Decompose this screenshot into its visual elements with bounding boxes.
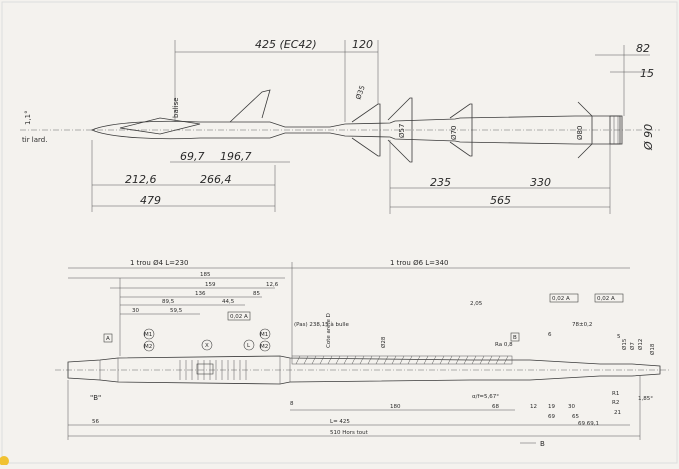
dim-69-7: 69,7 (180, 150, 205, 163)
hatched-section (291, 355, 513, 365)
dim-6: 6 (548, 332, 552, 338)
dim-phi7: Ø7 (629, 342, 636, 350)
dim-266-4: 266,4 (200, 173, 232, 186)
dim-85: 85 (253, 291, 260, 297)
marker-m1b: M1 (260, 332, 268, 338)
label-r1: R1 (612, 391, 619, 397)
sabot-3 (449, 103, 473, 157)
dim-59-5: 59,5 (170, 308, 183, 314)
dim-235: 235 (430, 176, 451, 189)
marker-x: X (205, 343, 209, 349)
label-balise: balise (172, 97, 180, 118)
sabot-4 (577, 101, 593, 159)
dim-159: 159 (205, 282, 216, 288)
dim-l425: L= 425 (330, 419, 350, 425)
dim-12: 12 (530, 404, 537, 410)
label-angle2: 1,85° (638, 396, 653, 402)
dim-44-5: 44,5 (222, 299, 235, 305)
dim-479: 479 (140, 194, 161, 207)
dim-phi15: Ø15 (621, 338, 628, 350)
dim-30: 30 (132, 308, 139, 314)
dim-212-6: 212,6 (125, 173, 157, 186)
dim-1-1: 1,1° (24, 110, 32, 125)
tail-fin (229, 89, 271, 123)
label-r2: R2 (612, 400, 619, 406)
label-phi28: Ø28 (380, 336, 387, 348)
marker-l: L (247, 343, 251, 349)
projectile-body (91, 115, 621, 145)
bottom-view: 1 trou Ø4 L=230 1 trou Ø6 L=340 185 159 … (55, 259, 670, 448)
top-view: 425 (EC42) 120 82 15 1,1° tir lard. bali… (20, 38, 660, 214)
dim-330: 330 (530, 176, 551, 189)
dim-196-7: 196,7 (220, 150, 252, 163)
tolerance-3: 0,02 A (597, 296, 615, 302)
dim-56: 56 (92, 419, 99, 425)
label-b-arrow: B (540, 440, 545, 448)
dim-510: 510 Hors tout (330, 430, 369, 436)
sabot-1 (351, 103, 381, 157)
marker-m1a: M1 (144, 332, 152, 338)
label-trou6: 1 trou Ø6 L=340 (390, 259, 448, 267)
label-cote: Cote arête D (325, 313, 332, 348)
dim-425: 425 (EC42) (255, 38, 317, 51)
label-angle: α/f=5,67° (472, 394, 499, 400)
label-b: B (513, 335, 517, 341)
dim-565: 565 (490, 194, 511, 207)
base-plug (609, 115, 623, 145)
dim-phi35: Ø35 (354, 84, 366, 100)
dim-phi12: Ø12 (637, 339, 644, 350)
tolerance-2: 0,02 A (552, 296, 570, 302)
dim-136: 136 (195, 291, 206, 297)
shaft-body (67, 355, 661, 385)
dim-21: 21 (614, 410, 621, 416)
tolerance-1: 0,02 A (230, 314, 248, 320)
dim-2-05: 2,05 (470, 301, 483, 307)
label-tir: tir lard. (22, 136, 47, 144)
dim-78: 78±0,2 (572, 322, 592, 328)
dim-65: 65 (572, 414, 579, 420)
dim-69: 69 (548, 414, 555, 420)
dim-68: 68 (492, 404, 499, 410)
dim-phi80: Ø80 (576, 126, 584, 140)
marker-m2a: M2 (144, 344, 152, 350)
dim-69-8: 69 69,1 (578, 421, 599, 427)
stain (0, 456, 9, 466)
dim-phi18: Ø18 (649, 343, 656, 355)
dim-15: 15 (640, 67, 654, 80)
dim-180: 180 (390, 404, 401, 410)
label-trou4: 1 trou Ø4 L=230 (130, 259, 188, 267)
dim-5: 5 (617, 334, 621, 340)
dim-82: 82 (636, 42, 650, 55)
dim-phi57: Ø57 (398, 124, 406, 138)
marker-m2b: M2 (260, 344, 268, 350)
sabot-2 (387, 97, 413, 163)
label-pas: (Pas) 238,15 à bulle (294, 321, 349, 328)
label-a: A (106, 336, 110, 342)
dim-phi90: Ø 90 (642, 124, 655, 151)
wing-shape (119, 117, 201, 135)
label-ra: Ra 0,8 (495, 342, 513, 348)
label-b-quote: "B" (90, 394, 101, 402)
dim-185: 185 (200, 272, 211, 278)
dim-12-6: 12,6 (266, 282, 279, 288)
dim-8: 8 (290, 401, 294, 407)
dim-30b: 30 (568, 404, 575, 410)
dim-phi70: Ø70 (450, 126, 458, 140)
dim-89-5: 89,5 (162, 299, 175, 305)
dim-120: 120 (352, 38, 373, 51)
dim-19: 19 (548, 404, 555, 410)
